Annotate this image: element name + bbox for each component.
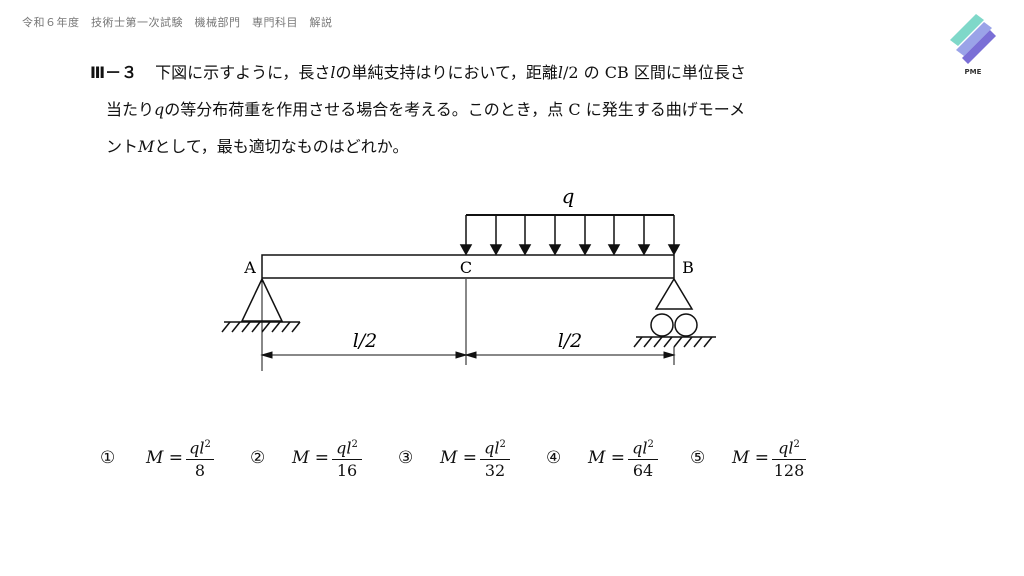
choice-number: ② — [250, 448, 266, 468]
dim-left-label: l/2 — [353, 330, 378, 352]
q-text: /2 の CB 区間に単位長さ — [563, 63, 746, 82]
frac-den: 32 — [484, 461, 506, 481]
dim-right-label: l/2 — [558, 330, 583, 352]
pme-logo: PME — [946, 10, 1006, 80]
frac-exp: 2 — [647, 439, 654, 450]
answer-choices: ① M = ql2 8 ② M = ql2 16 ③ M = ql2 32 ④ … — [100, 430, 860, 490]
frac-exp: 2 — [793, 439, 800, 450]
question-line-3: ントMとして，最も適切なものはどれか。 — [90, 128, 870, 165]
frac-den: 64 — [632, 461, 654, 481]
choice-lhs: M = — [146, 448, 184, 468]
choice-lhs: M = — [292, 448, 330, 468]
frac-den: 16 — [336, 461, 358, 481]
frac-den: 128 — [773, 461, 805, 481]
choice-lhs: M = — [440, 448, 478, 468]
load-arrows — [459, 215, 681, 256]
pin-support-a — [221, 277, 301, 333]
beam — [261, 254, 675, 279]
q-text: 下図に示すように，長さ — [155, 63, 331, 82]
frac-num: ql — [336, 438, 352, 458]
frac-exp: 2 — [204, 439, 211, 450]
q-var-q: q — [154, 100, 165, 119]
choice-number: ④ — [546, 448, 562, 468]
frac-num: ql — [632, 438, 648, 458]
choice-fraction: ql2 16 — [332, 434, 362, 482]
frac-num: ql — [484, 438, 500, 458]
page-header: 令和６年度 技術士第一次試験 機械部門 専門科目 解説 — [22, 16, 333, 29]
q-var-l: l — [330, 63, 336, 82]
q-text: の等分布荷重を作用させる場合を考える。このとき，点 C に発生する曲げモーメ — [164, 100, 746, 119]
point-b-label: B — [682, 258, 694, 277]
dimension-lines — [260, 279, 676, 371]
choice-lhs: M = — [732, 448, 770, 468]
frac-num: ql — [778, 438, 794, 458]
question-line-2: 当たりqの等分布荷重を作用させる場合を考える。このとき，点 C に発生する曲げモ… — [90, 91, 870, 128]
logo-stripes-icon — [950, 14, 996, 64]
choice-lhs: M = — [588, 448, 626, 468]
frac-exp: 2 — [351, 439, 358, 450]
beam-diagram: q A C B — [221, 184, 716, 371]
frac-exp: 2 — [499, 439, 506, 450]
frac-num: ql — [189, 438, 205, 458]
choice-number: ⑤ — [690, 448, 706, 468]
choice-fraction: ql2 8 — [186, 434, 214, 482]
q-text: の単純支持はりにおいて，距離 — [335, 63, 558, 82]
point-a-label: A — [243, 258, 256, 277]
load-label: q — [562, 184, 575, 208]
frac-den: 8 — [194, 461, 206, 481]
roller-support-b — [633, 277, 716, 348]
q-var-l: l — [557, 63, 563, 82]
q-text: 当たり — [106, 100, 155, 119]
question-number: Ⅲ－３ — [90, 63, 138, 82]
logo-text: PME — [964, 68, 982, 76]
choice-number: ③ — [398, 448, 414, 468]
q-var-m: M — [138, 137, 155, 156]
choice-number: ① — [100, 448, 116, 468]
choice-fraction: ql2 128 — [772, 434, 806, 482]
point-c-label: C — [460, 258, 472, 277]
q-text: ント — [106, 137, 139, 156]
choice-fraction: ql2 64 — [628, 434, 658, 482]
choice-fraction: ql2 32 — [480, 434, 510, 482]
q-text: として，最も適切なものはどれか。 — [154, 137, 409, 156]
